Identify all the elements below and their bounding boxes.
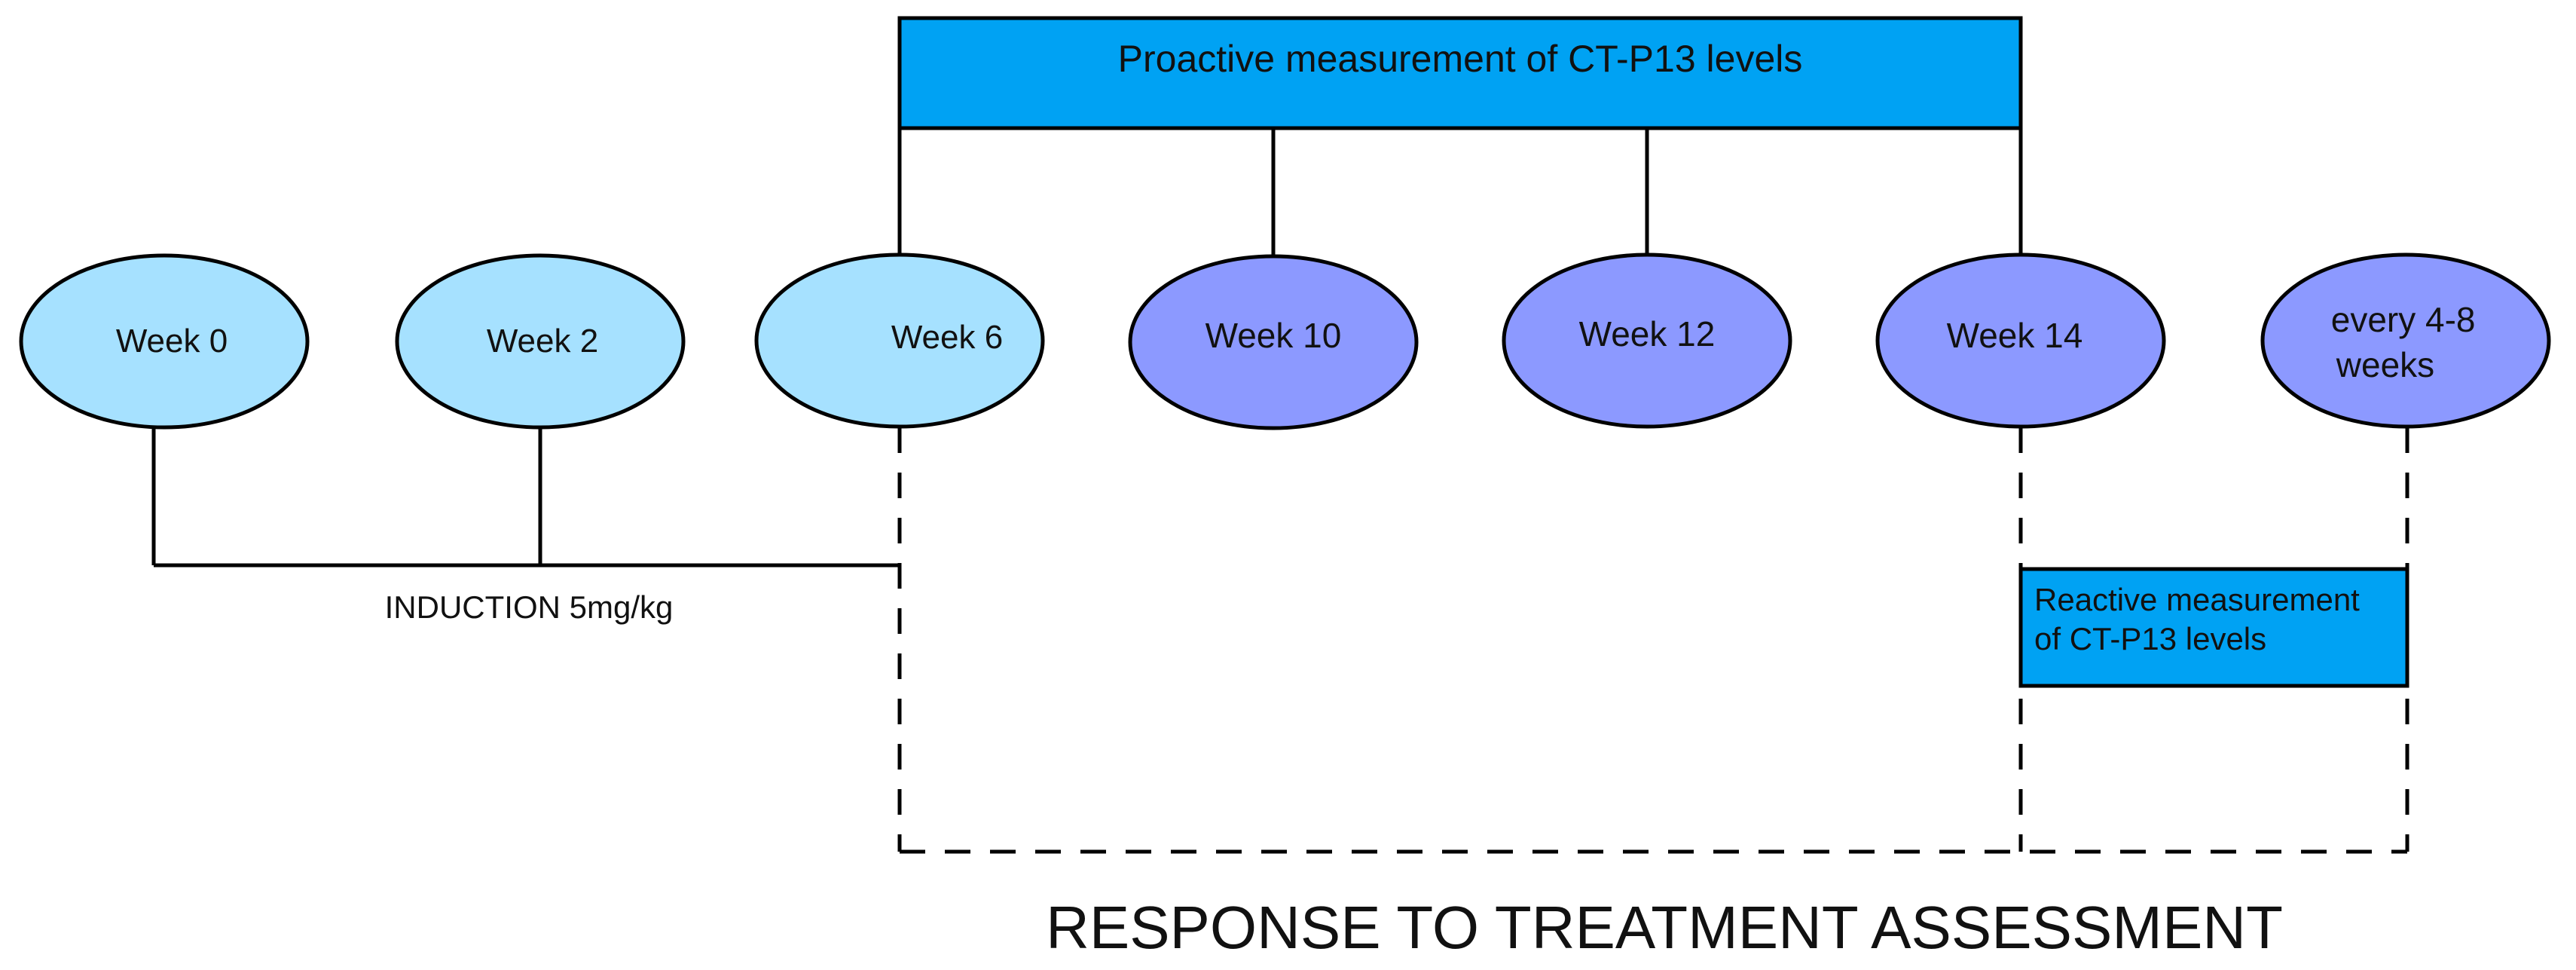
week-0-label: Week 0 (116, 323, 228, 360)
week-10-node: Week 10 (1128, 254, 1419, 430)
week-14-ellipse (1875, 252, 2166, 429)
induction-label: INDUCTION 5mg/kg (385, 589, 674, 625)
week-6-ellipse (754, 252, 1045, 429)
week-0-ellipse (19, 253, 310, 430)
proactive-connectors (897, 128, 2023, 260)
week-12-node: Week 12 (1502, 252, 1792, 429)
week-6-label: Week 6 (891, 319, 1003, 356)
response-assessment-label: RESPONSE TO TREATMENT ASSESSMENT (1046, 894, 2283, 961)
week-12-ellipse (1502, 252, 1792, 429)
week-0-node: Week 0 (19, 253, 310, 430)
week-10-ellipse (1128, 254, 1419, 430)
reactive-label-line1: Reactive measurement (2034, 582, 2360, 617)
week-2-ellipse (395, 253, 686, 430)
week-10-label: Week 10 (1205, 316, 1342, 355)
proactive-measurement-label: Proactive measurement of CT-P13 levels (1118, 38, 1803, 80)
week-12-label: Week 12 (1579, 314, 1716, 353)
week-14-node: Week 14 (1875, 252, 2166, 429)
proactive-measurement-box (897, 16, 2023, 130)
every-4-8-weeks-node: every 4-8 weeks (2260, 252, 2551, 429)
assessment-bracket (897, 427, 2409, 854)
week-14-label: Week 14 (1947, 316, 2083, 355)
every-4-8-weeks-ellipse (2260, 252, 2551, 429)
reactive-measurement-label: Reactive measurement of CT-P13 levels (2034, 582, 2369, 656)
week-2-label: Week 2 (487, 323, 598, 360)
reactive-label-line2: of CT-P13 levels (2034, 621, 2266, 656)
week-2-node: Week 2 (395, 253, 686, 430)
reactive-measurement-box (2018, 567, 2409, 688)
week-6-node: Week 6 (754, 252, 1045, 429)
every-4-8-weeks-label: every 4-8 weeks (2331, 300, 2486, 384)
every-label-line2: weeks (2336, 345, 2434, 384)
every-label-line1: every 4-8 (2331, 300, 2476, 339)
induction-bracket (151, 427, 900, 568)
